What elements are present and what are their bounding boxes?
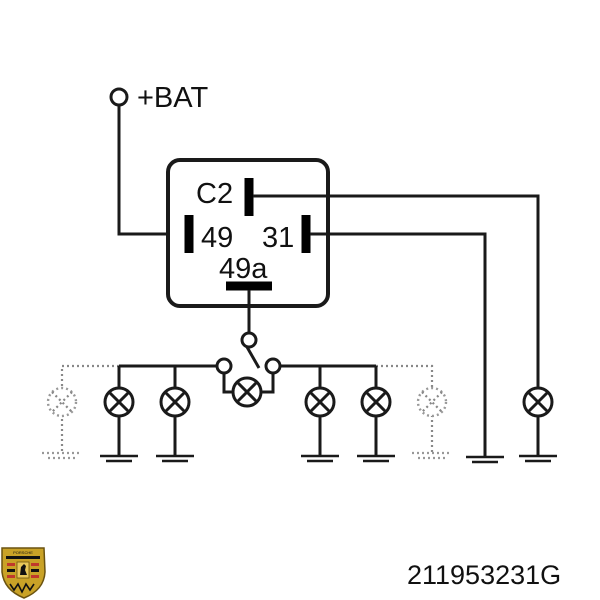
right-bus-dashed	[376, 364, 434, 452]
pilot-lamp-c2	[519, 386, 557, 463]
switch-blade	[245, 346, 261, 369]
lamp-right-2	[357, 366, 395, 463]
pin-31-label: 31	[262, 222, 294, 254]
pin-c2-label: C2	[196, 178, 233, 210]
optional-lamp-left	[42, 386, 82, 460]
optional-lamp-right	[412, 386, 452, 460]
lamp-icon	[46, 386, 78, 418]
lamp-left-2	[156, 366, 194, 463]
switch-right-contact-icon	[264, 357, 282, 375]
bat-label: +BAT	[137, 82, 208, 114]
switch-pivot-icon	[240, 331, 258, 349]
lamp-icon	[416, 386, 448, 418]
pin-49-label: 49	[201, 222, 233, 254]
wire-c2	[253, 194, 540, 388]
wire-31	[310, 232, 487, 456]
switch-left-contact-icon	[215, 357, 233, 375]
logo-wordmark: PORSCHE	[13, 550, 33, 555]
lamp-left-1	[100, 366, 138, 463]
porsche-crest-icon	[1, 547, 46, 599]
pin-49a-label: 49a	[219, 253, 268, 285]
battery-terminal	[109, 87, 182, 236]
lamp-right-1	[301, 366, 339, 463]
part-number: 211953231G	[407, 560, 561, 590]
left-bus-dashed	[60, 364, 119, 452]
